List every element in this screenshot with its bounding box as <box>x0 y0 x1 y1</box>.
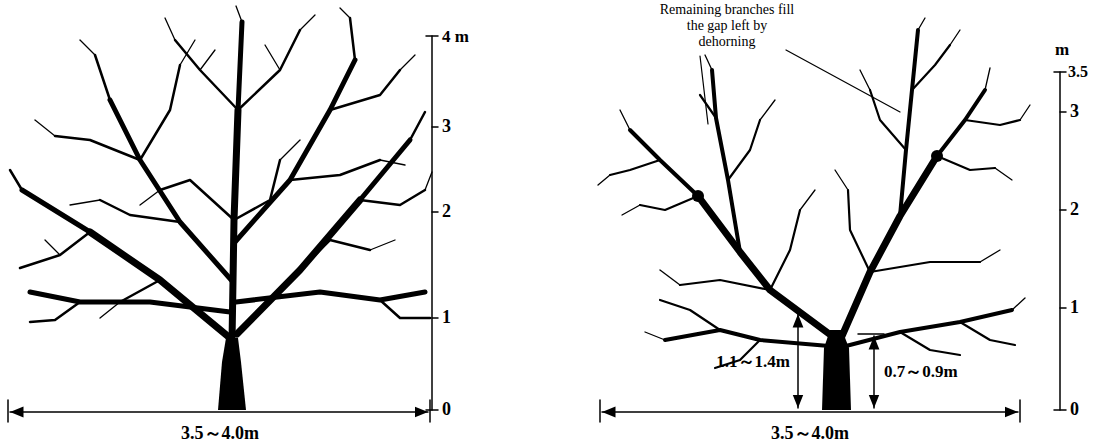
axis-label: 1 <box>1070 298 1079 318</box>
axis-label: 3 <box>1070 102 1079 122</box>
axis-label: 4 m <box>442 28 469 47</box>
axis-label: 0 <box>1070 400 1079 420</box>
axis-label: 3 <box>442 117 451 137</box>
dimension-label: 3.5～4.0m <box>181 424 259 444</box>
axis-label: 2 <box>442 202 451 222</box>
dimension-label: 1.1～1.4m <box>716 353 790 372</box>
dimension-label: 3.5～4.0m <box>771 424 849 444</box>
axis-label: 2 <box>1070 200 1079 220</box>
dimension-label: 0.7～0.9m <box>884 363 958 382</box>
axis-label: 3.5 <box>1068 63 1088 81</box>
axis-label: 0 <box>442 400 451 420</box>
callout-note: Remaining branches fill the gap left by … <box>660 2 795 50</box>
axis-label: m <box>1055 41 1069 60</box>
axis-label: 1 <box>442 308 451 328</box>
